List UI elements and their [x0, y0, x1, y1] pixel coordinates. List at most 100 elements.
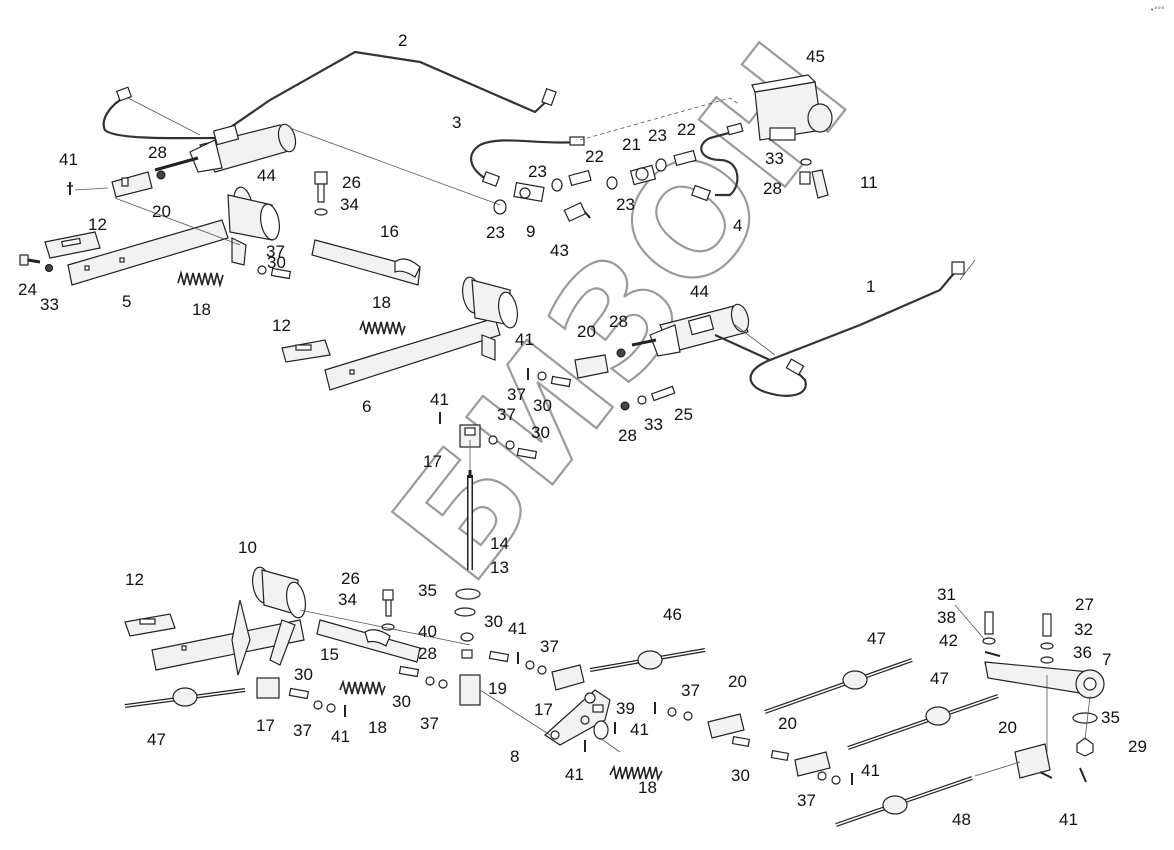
callout-label: 46 — [663, 605, 682, 624]
washer-part-33-top — [800, 158, 812, 166]
pin-part-30-bottom-mid — [398, 665, 420, 678]
callout-label: 37 — [420, 714, 439, 733]
callout-label: 25 — [674, 405, 693, 424]
callout-label: 37 — [797, 791, 816, 810]
callout-label: 37 — [497, 405, 516, 424]
clevis-part-20-bottom-a — [707, 713, 745, 739]
washer-part-38 — [982, 637, 996, 645]
callout-label: 41 — [59, 150, 78, 169]
callout-label: 34 — [338, 590, 357, 609]
callout-label: 18 — [372, 293, 391, 312]
callout-label: 2 — [398, 31, 407, 50]
callout-label: 30 — [533, 396, 552, 415]
callout-label: 20 — [778, 714, 797, 733]
callout-label: 32 — [1074, 620, 1093, 639]
bracket-part-11 — [811, 169, 829, 199]
washer-part-37-bottom-f — [537, 665, 547, 675]
callout-label: 20 — [577, 322, 596, 341]
callout-label: 37 — [266, 242, 285, 261]
pedal-pad-part-12-mid — [281, 339, 331, 363]
callout-label: 28 — [418, 644, 437, 663]
bolt-part-26-bottom — [382, 589, 394, 617]
callout-label: 31 — [937, 585, 956, 604]
callout-label: 30 — [392, 692, 411, 711]
spring-part-18-top-left — [177, 269, 224, 289]
cable-part-48 — [835, 776, 973, 827]
clevis-part-17-bottom — [551, 664, 585, 691]
bolt-part-25 — [650, 385, 676, 402]
pin-part-30-mid-b — [516, 447, 538, 460]
brake-tube-part-2 — [102, 50, 557, 140]
pedal-arm-part-16 — [311, 239, 421, 286]
callout-label: 19 — [488, 679, 507, 698]
washer-part-34-top — [314, 208, 328, 216]
washer-part-35-mid — [454, 607, 476, 617]
callout-label: 18 — [638, 778, 657, 797]
washer-part-23-d — [655, 158, 667, 172]
clevis-part-20-mid — [574, 354, 609, 379]
callout-labels: 1 2 3 4 5 6 7 8 9 10 11 12 12 12 13 14 1… — [18, 31, 1147, 829]
callout-label: 43 — [550, 241, 569, 260]
callout-label: 48 — [952, 810, 971, 829]
corner-mark: •°°° — [1150, 6, 1165, 14]
washer-part-37-bottom-g — [667, 707, 677, 717]
callout-label: 38 — [937, 608, 956, 627]
washer-part-36 — [1040, 656, 1054, 664]
washer-part-13 — [455, 588, 481, 600]
callout-label: 41 — [1059, 810, 1078, 829]
spring-part-18-bottom-left — [339, 679, 386, 697]
washer-part-37-mid-c — [505, 440, 515, 450]
cable-part-47-mid — [764, 658, 913, 714]
callout-label: 26 — [341, 569, 360, 588]
washer-part-37-bottom-i — [817, 771, 827, 781]
pin-part-30-bottom-c — [488, 650, 510, 663]
callout-label: 20 — [152, 202, 171, 221]
pedal-arm-part-5 — [67, 186, 280, 286]
callout-label: 44 — [257, 166, 276, 185]
callout-label: 21 — [622, 135, 641, 154]
callout-label: 18 — [368, 718, 387, 737]
callout-label: 47 — [867, 629, 886, 648]
bolt-part-27 — [1042, 613, 1052, 637]
nut-part-28-bottom — [461, 649, 473, 659]
callout-label: 17 — [423, 452, 442, 471]
callout-label: 37 — [681, 681, 700, 700]
callout-label: 22 — [585, 147, 604, 166]
callout-label: 22 — [677, 120, 696, 139]
washer-part-37-mid-b — [488, 435, 498, 445]
pedal-arm-part-10 — [151, 566, 306, 676]
clevis-part-17-mid — [459, 424, 481, 448]
cotter-pin-part-42 — [984, 651, 1001, 657]
spring-part-18-mid — [359, 319, 406, 337]
bolt-part-31 — [984, 611, 994, 635]
callout-label: 42 — [939, 631, 958, 650]
washer-part-37-bottom-j — [831, 775, 841, 785]
sensor-part-43 — [563, 201, 591, 223]
washer-part-37-bottom-e — [525, 660, 535, 670]
callout-label: 13 — [490, 558, 509, 577]
fitting-part-22-a — [568, 169, 592, 187]
bushing-part-39 — [593, 720, 609, 740]
pedal-pad-part-12-bottom — [124, 613, 176, 637]
callout-label: 14 — [490, 534, 509, 553]
callout-label: 41 — [508, 619, 527, 638]
clevis-part-20-bottom-c — [1014, 743, 1051, 779]
washer-part-32 — [1040, 642, 1054, 650]
callout-label: 33 — [765, 149, 784, 168]
callout-label: 23 — [528, 162, 547, 181]
callout-label: 37 — [507, 385, 526, 404]
washer-part-40 — [460, 632, 474, 642]
callout-label: 18 — [192, 300, 211, 319]
callout-label: 28 — [618, 426, 637, 445]
washer-part-28-mid — [616, 348, 626, 358]
callout-label: 23 — [616, 195, 635, 214]
callout-label: 27 — [1075, 595, 1094, 614]
brake-tube-part-1 — [714, 261, 965, 397]
pin-part-30-bottom-d — [731, 735, 751, 748]
washer-part-23-a — [493, 199, 507, 215]
brake-tube-part-4 — [691, 122, 744, 202]
callout-label: 12 — [125, 570, 144, 589]
clevis-part-17-left — [256, 677, 280, 699]
cable-part-46 — [589, 648, 706, 672]
